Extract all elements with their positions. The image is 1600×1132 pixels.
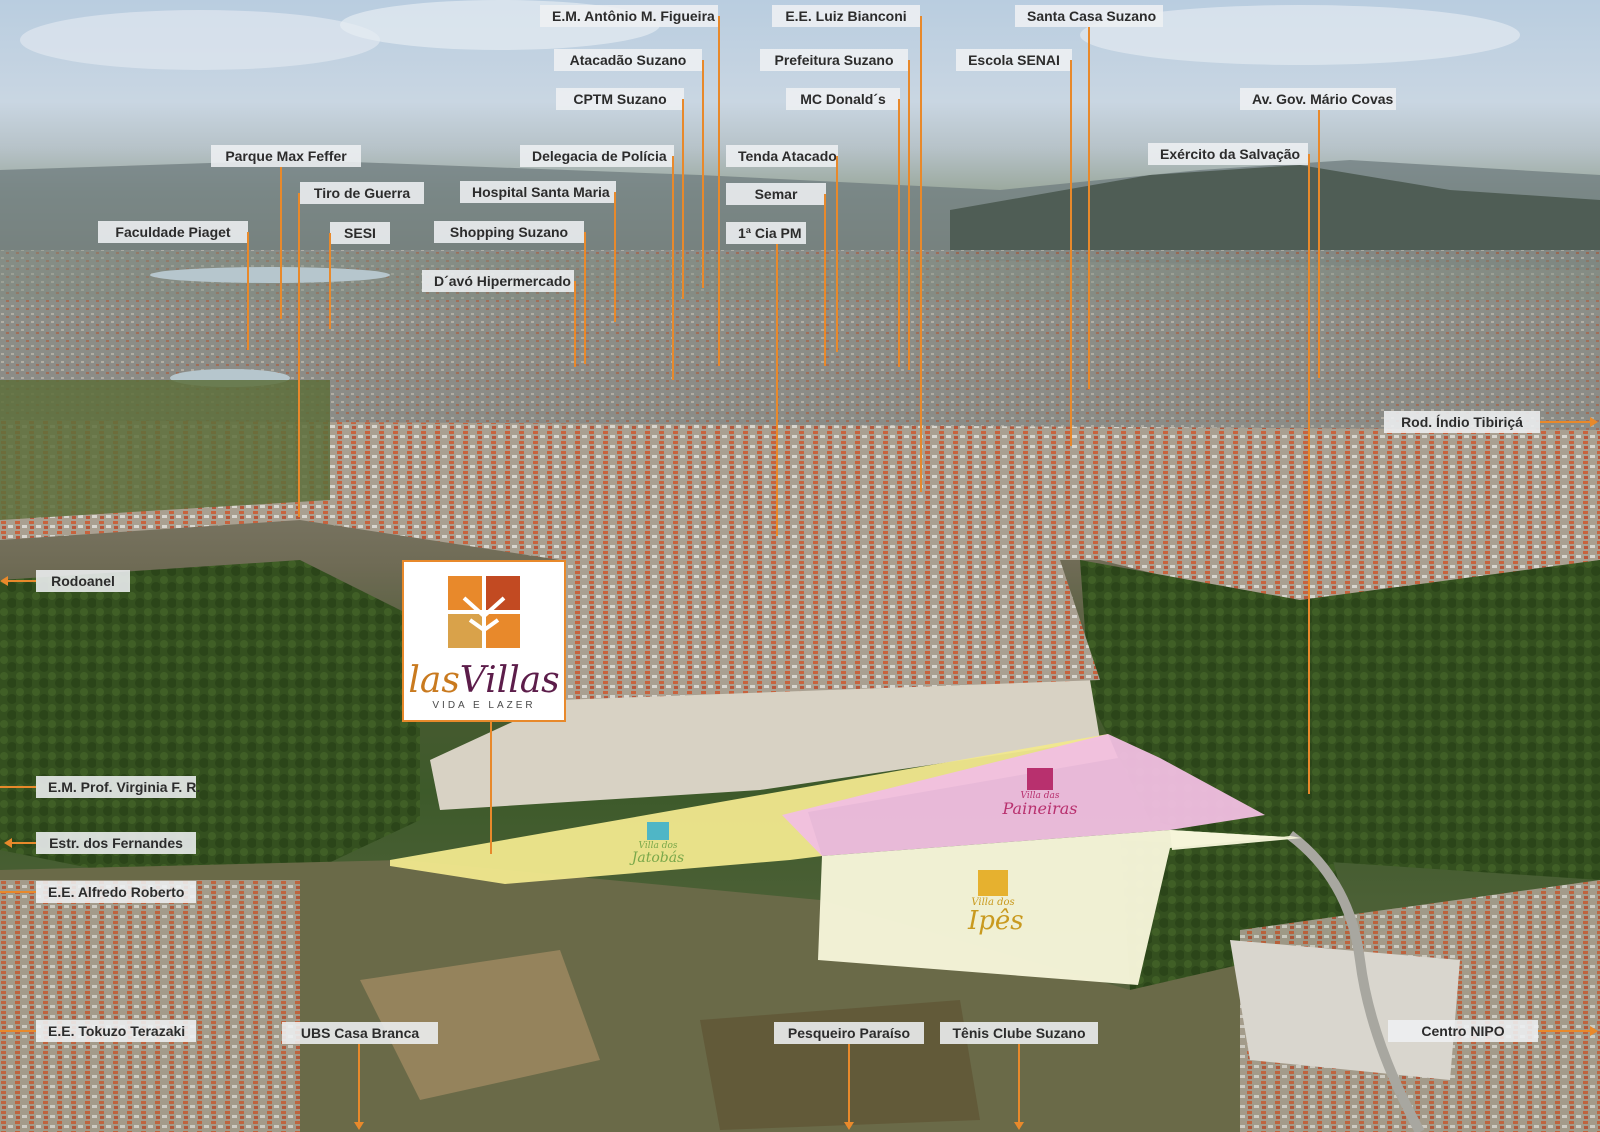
leader-av-mario-covas — [1318, 110, 1320, 378]
label-atacadao: Atacadão Suzano — [554, 49, 702, 71]
leader-ee-tokuzo — [0, 1030, 36, 1032]
label-exercito: Exército da Salvação — [1148, 143, 1308, 165]
leader-em-antonio — [718, 16, 720, 366]
villa-jatobas-small: Villa dos — [638, 841, 678, 851]
leader-sesi — [329, 233, 331, 329]
villa-ipes-small: Villa dos — [971, 897, 1015, 908]
villa-paineiras-big: Paineiras — [1002, 799, 1078, 818]
leader-mcdonalds — [898, 99, 900, 367]
label-tenis: Tênis Clube Suzano — [940, 1022, 1098, 1044]
leader-tiro-guerra — [298, 193, 300, 517]
lot-ipes — [818, 830, 1302, 985]
leader-ee-alfredo — [0, 891, 36, 893]
leader-davo — [574, 281, 576, 367]
label-centro-nipo: Centro NIPO — [1388, 1020, 1538, 1042]
leader-estr-fernandes — [10, 842, 36, 844]
label-shopping: Shopping Suzano — [434, 221, 584, 243]
arrow-right-icon — [1590, 1026, 1598, 1036]
arrow-down-icon — [354, 1122, 364, 1130]
arrow-right-icon — [1590, 417, 1598, 427]
villa-paineiras-mark: Villa das Paineiras — [1000, 768, 1080, 817]
villa-ipes-big: Ipês — [968, 906, 1024, 936]
arrow-left-icon — [0, 576, 8, 586]
lot-jatobas — [390, 734, 1118, 884]
leader-ee-luiz — [920, 16, 922, 492]
leader-atacadao — [702, 60, 704, 288]
logo-brand-las: las — [408, 660, 460, 701]
label-ubs: UBS Casa Branca — [282, 1022, 438, 1044]
tree-logo-icon — [448, 576, 520, 648]
leader-semar — [824, 194, 826, 366]
label-estr-fernandes: Estr. dos Fernandes — [36, 832, 196, 854]
leader-hospital — [614, 192, 616, 322]
leader-pesqueiro — [848, 1044, 850, 1124]
leader-santa-casa — [1088, 27, 1090, 389]
jatobas-logo-icon — [647, 822, 669, 840]
label-ee-alfredo: E.E. Alfredo Roberto — [36, 881, 196, 903]
leader-exercito — [1308, 154, 1310, 794]
logo-leader — [490, 722, 492, 854]
leader-faculdade — [247, 232, 249, 350]
las-villas-logo: lasVillas VIDA E LAZER — [402, 560, 566, 722]
ipes-logo-icon — [978, 870, 1008, 896]
leader-cptm — [682, 99, 684, 299]
label-pesqueiro: Pesqueiro Paraíso — [774, 1022, 924, 1044]
leader-centro-nipo — [1538, 1030, 1590, 1032]
label-tenda: Tenda Atacado — [726, 145, 838, 167]
leader-prefeitura — [908, 60, 910, 370]
label-av-mario-covas: Av. Gov. Mário Covas — [1240, 88, 1396, 110]
villa-jatobas-big: Jatobás — [631, 850, 685, 866]
leader-delegacia — [672, 156, 674, 380]
paineiras-logo-icon — [1027, 768, 1053, 790]
label-sesi: SESI — [330, 222, 390, 244]
label-santa-casa: Santa Casa Suzano — [1015, 5, 1163, 27]
label-ee-luiz: E.E. Luiz Bianconi — [772, 5, 920, 27]
label-rodoanel: Rodoanel — [36, 570, 130, 592]
leader-parque-max — [280, 167, 282, 319]
label-faculdade: Faculdade Piaget — [98, 221, 248, 243]
label-rod-indio: Rod. Índio Tibiriçá — [1384, 411, 1540, 433]
leader-tenda — [836, 156, 838, 352]
villa-ipes-mark: Villa dos Ipês — [968, 870, 1024, 936]
villa-jatobas-mark: Villa dos Jatobás — [628, 822, 688, 865]
arrow-left-icon — [4, 838, 12, 848]
label-davo: D´avó Hipermercado — [422, 270, 574, 292]
leader-shopping — [584, 232, 586, 364]
lot-paineiras — [782, 734, 1265, 856]
label-cptm: CPTM Suzano — [556, 88, 684, 110]
label-em-virginia: E.M. Prof. Virginia F. R. — [36, 776, 200, 798]
logo-tagline: VIDA E LAZER — [432, 700, 536, 711]
logo-brand-villas: Villas — [459, 660, 560, 701]
label-em-antonio: E.M. Antônio M. Figueira — [540, 5, 718, 27]
villa-paineiras-small: Villa das — [1020, 791, 1060, 801]
label-prefeitura: Prefeitura Suzano — [760, 49, 908, 71]
arrow-down-icon — [844, 1122, 854, 1130]
leader-rodoanel — [6, 580, 36, 582]
label-tiro-guerra: Tiro de Guerra — [300, 182, 424, 204]
leader-ubs — [358, 1044, 360, 1124]
logo-brand-name: lasVillas — [404, 660, 564, 701]
leader-senai — [1070, 60, 1072, 446]
leader-em-virginia — [0, 786, 36, 788]
label-delegacia: Delegacia de Polícia — [520, 145, 674, 167]
label-mcdonalds: MC Donald´s — [786, 88, 900, 110]
leader-cia-pm — [776, 244, 778, 536]
label-semar: Semar — [726, 183, 826, 205]
arrow-down-icon — [1014, 1122, 1024, 1130]
label-parque-max: Parque Max Feffer — [211, 145, 361, 167]
label-ee-tokuzo: E.E. Tokuzo Terazaki — [36, 1020, 196, 1042]
label-hospital: Hospital Santa Maria — [460, 181, 616, 203]
label-senai: Escola SENAI — [956, 49, 1072, 71]
label-cia-pm: 1ª Cia PM — [726, 222, 806, 244]
leader-rod-indio — [1540, 421, 1590, 423]
leader-tenis — [1018, 1044, 1020, 1124]
